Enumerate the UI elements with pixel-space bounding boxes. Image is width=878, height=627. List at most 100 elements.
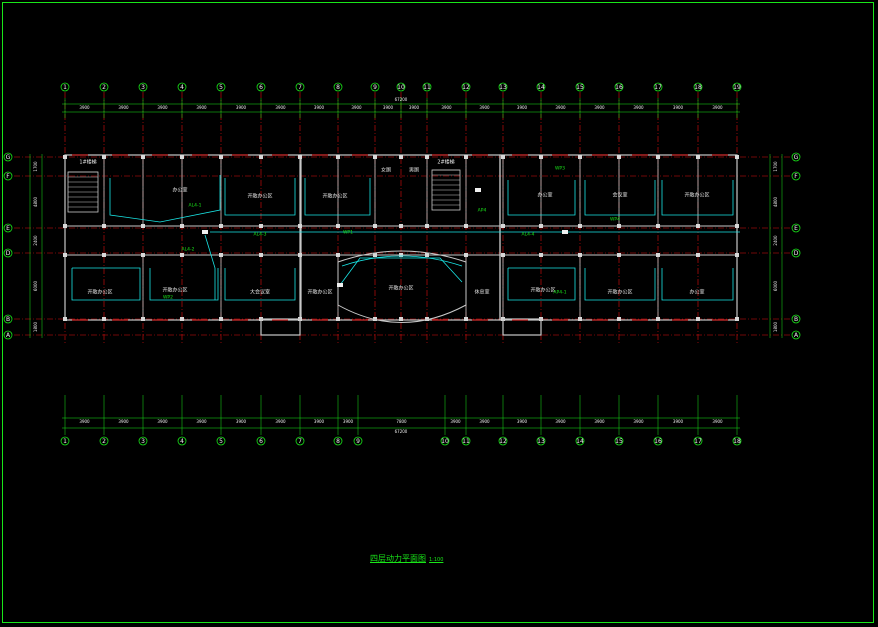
axis-bubble-label: B	[6, 316, 10, 323]
axis-bubble-label: 9	[356, 438, 360, 445]
dimension-text-right: 6000	[773, 280, 778, 291]
axis-bubble	[461, 436, 471, 446]
axis-bubble	[732, 82, 742, 92]
axis-bubble	[396, 82, 406, 92]
structural-column	[63, 224, 67, 228]
structural-column	[298, 253, 302, 257]
dimension-text-right: 2400	[773, 235, 778, 246]
axis-bubble-label: 2	[102, 84, 106, 91]
axis-bubble	[295, 436, 305, 446]
axis-bubble	[3, 223, 13, 233]
dimension-text-top: 3900	[633, 105, 644, 110]
axis-bubble	[256, 82, 266, 92]
structural-column	[696, 155, 700, 159]
cable-route-hall	[339, 257, 463, 286]
axis-bubble	[693, 436, 703, 446]
structural-column	[617, 317, 621, 321]
axis-bubble-label: 7	[298, 84, 302, 91]
structural-column	[63, 317, 67, 321]
axis-bubble-label: G	[6, 154, 11, 161]
room-label: 1#楼梯	[79, 159, 96, 166]
equipment-tag: WP1	[343, 230, 353, 236]
distribution-panel	[337, 283, 343, 287]
structural-column	[696, 253, 700, 257]
structural-column	[425, 253, 429, 257]
dimension-text-bottom: 3900	[79, 419, 90, 424]
axis-bubble	[461, 82, 471, 92]
equipment-tag: AP4	[478, 208, 487, 214]
axis-bubble	[791, 330, 801, 340]
structural-column	[578, 224, 582, 228]
axis-bubble	[295, 82, 305, 92]
structural-column	[336, 155, 340, 159]
axis-bubble-label: 12	[462, 84, 470, 91]
axis-bubble	[614, 82, 624, 92]
structural-column	[617, 224, 621, 228]
structural-column	[696, 224, 700, 228]
structural-column	[141, 155, 145, 159]
dimension-text-top: 3900	[517, 105, 528, 110]
dimension-text-bottom: 3900	[314, 419, 325, 424]
axis-bubble	[99, 436, 109, 446]
structural-column	[102, 317, 106, 321]
room-label: 会议室	[612, 192, 627, 199]
room-label: 开敞办公区	[87, 289, 112, 296]
dimension-text-bottom: 3900	[343, 419, 354, 424]
axis-bubble	[138, 436, 148, 446]
axis-bubble	[440, 436, 450, 446]
structural-column	[336, 317, 340, 321]
axis-bubble	[177, 436, 187, 446]
power-cable-routes	[71, 175, 740, 301]
dimension-text-top: 3900	[351, 105, 362, 110]
structural-column	[656, 253, 660, 257]
stair-2	[431, 169, 461, 211]
dimension-text-bottom: 3900	[594, 419, 605, 424]
equipment-tag: AL4-2	[182, 247, 195, 253]
cable-route-sw-3	[224, 268, 296, 301]
room-label: 男厕	[409, 168, 419, 174]
axis-bubble-label: 1	[63, 84, 67, 91]
structural-column	[102, 224, 106, 228]
axis-bubble-label: 11	[462, 438, 470, 445]
structural-column	[399, 224, 403, 228]
dimension-text-right: 1800	[773, 321, 778, 332]
dimension-text-left: 2400	[33, 235, 38, 246]
structural-column	[102, 155, 106, 159]
room-label: 女厕	[381, 167, 391, 174]
dimension-text-bottom: 3900	[673, 419, 684, 424]
structural-column	[425, 155, 429, 159]
structural-column	[425, 317, 429, 321]
structural-column	[399, 253, 403, 257]
structural-column	[219, 317, 223, 321]
axis-bubble	[575, 82, 585, 92]
conference-hall-arc	[341, 255, 463, 267]
dimension-text-right: 1700	[773, 161, 778, 172]
axis-bubble	[3, 248, 13, 258]
axis-bubble	[536, 82, 546, 92]
structural-column	[501, 155, 505, 159]
axis-bubble-label: A	[6, 332, 11, 339]
room-label: 开敞办公区	[162, 287, 187, 294]
axis-bubble-label: 15	[615, 438, 623, 445]
dimension-text-left: 1800	[33, 321, 38, 332]
axis-bubble-label: 5	[219, 438, 223, 445]
axis-bubble	[791, 223, 801, 233]
axis-bubble	[216, 436, 226, 446]
dimension-text-bottom: 3900	[633, 419, 644, 424]
axis-bubble-label: G	[794, 154, 799, 161]
dimension-text-bottom: 3900	[517, 419, 528, 424]
structural-column	[656, 224, 660, 228]
structural-column	[373, 253, 377, 257]
dimension-text-top: 3900	[196, 105, 207, 110]
structural-column	[617, 155, 621, 159]
axis-bubble-label: 15	[576, 84, 584, 91]
axis-bubble	[256, 436, 266, 446]
axis-bubble-label: 4	[180, 84, 184, 91]
structural-column	[259, 155, 263, 159]
room-label: 休息室	[474, 289, 489, 296]
cable-route-east-2	[584, 180, 656, 216]
structural-column	[464, 317, 468, 321]
equipment-tag: AP4-1	[553, 290, 566, 296]
axis-bubble-label: D	[6, 250, 11, 257]
